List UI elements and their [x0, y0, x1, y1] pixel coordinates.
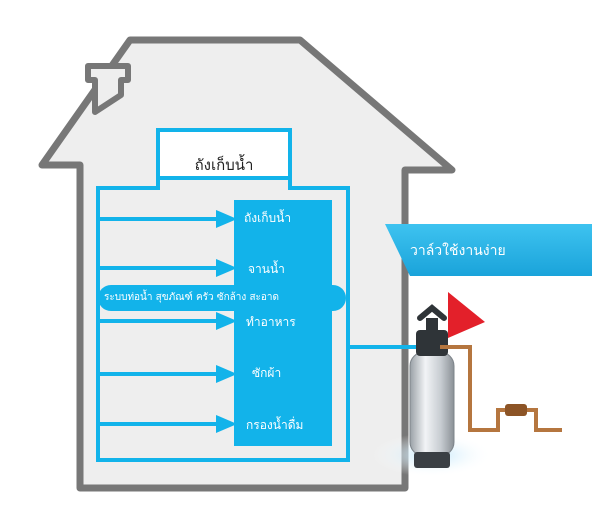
outlet-label: กรองน้ำดื่ม — [246, 418, 304, 432]
valve-neck — [426, 318, 438, 332]
inlet-pipe — [440, 345, 562, 432]
inlet-fitting — [505, 404, 527, 416]
outlet-label: จานน้ำ — [248, 262, 285, 276]
valve-banner-text: วาล์วใช้งานง่าย — [410, 243, 506, 259]
tank-box — [156, 128, 292, 180]
outlet-column — [234, 200, 332, 446]
outlet-label: ทำอาหาร — [246, 315, 296, 329]
outlet-label: ถังเก็บน้ำ — [244, 211, 292, 225]
valve-body — [416, 330, 448, 356]
valve-handle — [417, 304, 447, 321]
strip-label: ระบบท่อน้ำ สุขภัณฑ์ ครัว ซักล้าง สะอาด — [104, 292, 280, 303]
tank-title: ถังเก็บน้ำ — [194, 156, 254, 174]
filter-tank — [409, 351, 455, 457]
outlet-label: ซักผ้า — [252, 366, 282, 380]
valve-red-arrow — [448, 292, 485, 338]
pipe-frame — [96, 178, 350, 462]
filter-base — [414, 452, 450, 468]
strip-band — [98, 285, 346, 311]
house-chimney — [85, 63, 131, 115]
outlet-arrows — [98, 209, 238, 434]
valve-banner-shape — [385, 224, 592, 276]
